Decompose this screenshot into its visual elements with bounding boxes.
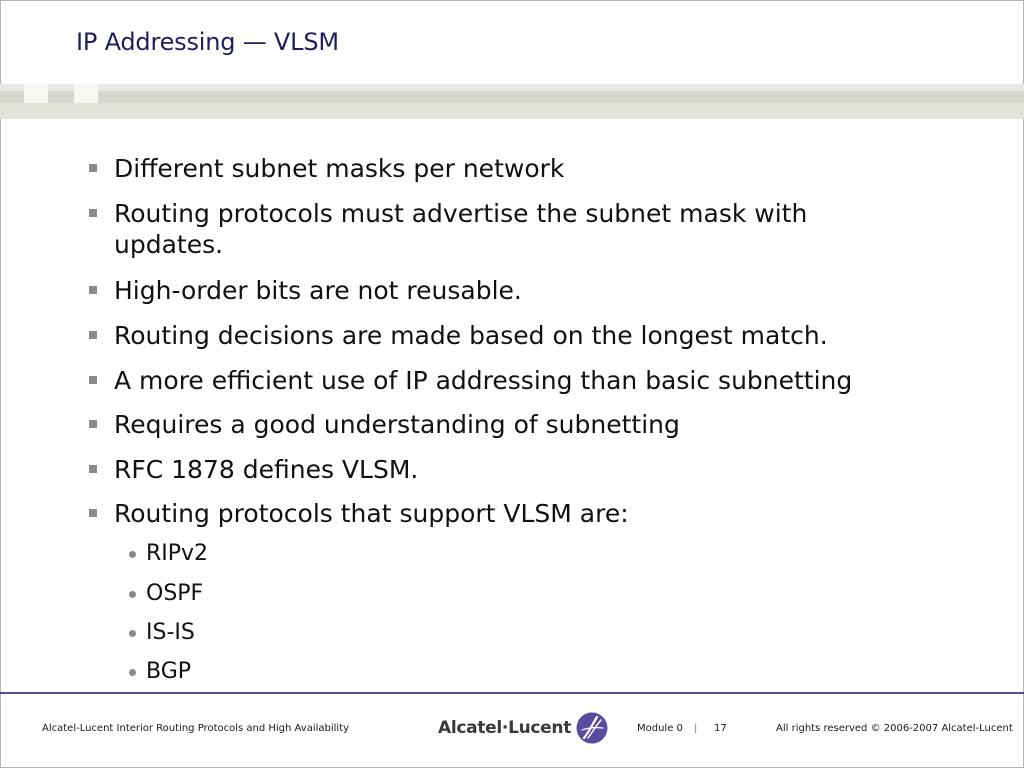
bullet-item: RFC 1878 defines VLSM. [114, 455, 419, 484]
sub-bullet-marker [129, 630, 136, 637]
sub-bullet-item: BGP [146, 659, 192, 684]
sub-bullet-marker [129, 591, 136, 598]
bullet-item: Routing decisions are made based on the … [114, 321, 828, 350]
bullet-item: Requires a good understanding of subnett… [114, 410, 680, 439]
header-band-top [0, 84, 1024, 91]
bullet-marker [89, 509, 97, 517]
logo-wordmark: Alcatel·Lucent [438, 718, 572, 738]
bullet-marker [89, 420, 97, 428]
footer-copyright: All rights reserved © 2006-2007 Alcatel-… [776, 723, 1013, 734]
bullet-marker [89, 376, 97, 384]
sub-bullet-item: IS-IS [146, 620, 195, 645]
sub-bullet-marker [129, 551, 136, 558]
slide-title: IP Addressing — VLSM [76, 28, 339, 56]
bullet-marker [89, 209, 97, 217]
header-band-square [74, 84, 98, 103]
bullet-marker [89, 164, 97, 172]
company-logo: Alcatel·Lucent [438, 711, 609, 745]
bullet-marker [89, 465, 97, 473]
bullet-item: A more efficient use of IP addressing th… [114, 366, 853, 395]
footer-separator: | [694, 723, 698, 734]
bullet-item: Different subnet masks per network [114, 154, 565, 183]
bullet-item: High-order bits are not reusable. [114, 276, 522, 305]
bullet-item: Routing protocols that support VLSM are: [114, 499, 629, 528]
bullet-marker [89, 286, 97, 294]
page-number: 17 [714, 723, 727, 734]
header-band-bottom [0, 103, 1024, 119]
footer-divider [0, 692, 1024, 694]
footer-module: Module 0 [637, 723, 683, 734]
bullet-marker [89, 331, 97, 339]
header-band-middle [0, 91, 1024, 103]
header-band-square [24, 84, 48, 103]
alcatel-lucent-swirl-icon [576, 712, 608, 744]
bullet-item: Routing protocols must advertise the sub… [114, 199, 808, 259]
sub-bullet-item: RIPv2 [146, 541, 209, 566]
sub-bullet-item: OSPF [146, 581, 204, 606]
sub-bullet-marker [129, 669, 136, 676]
footer-course-title: Alcatel-Lucent Interior Routing Protocol… [42, 723, 350, 734]
